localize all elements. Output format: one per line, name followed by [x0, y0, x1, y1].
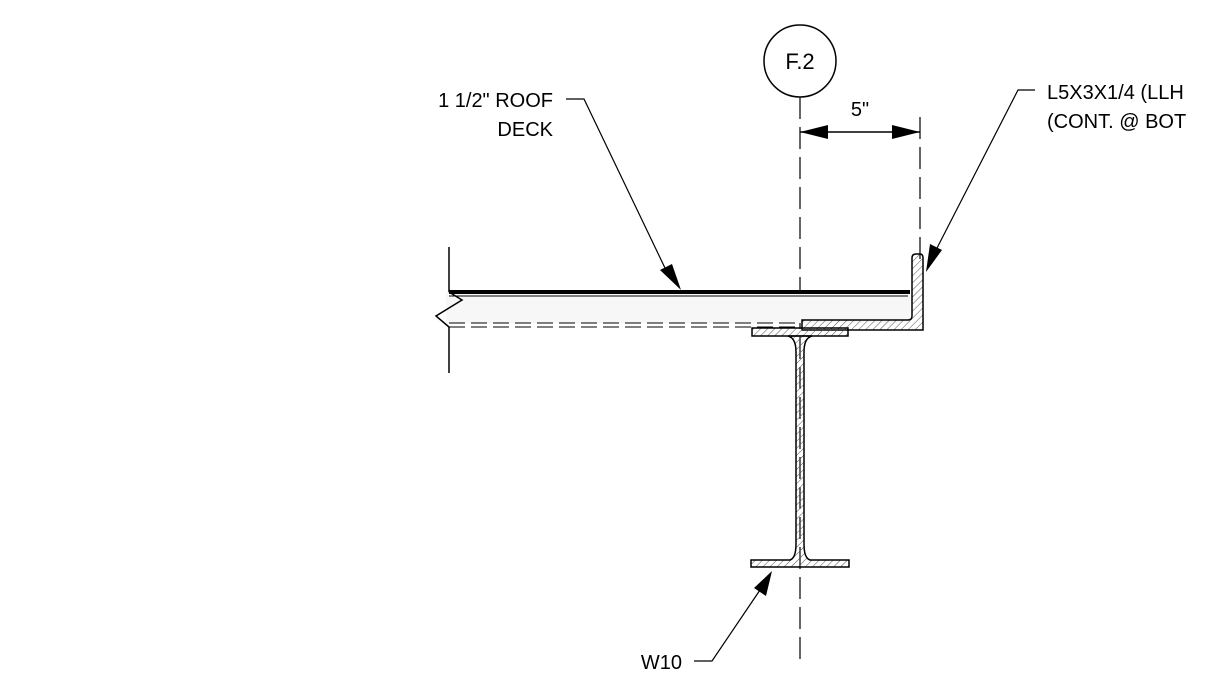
- angle-leader-arrow-icon: [926, 244, 942, 272]
- break-symbol-icon: [434, 291, 464, 328]
- beam-callout: W10: [641, 571, 772, 674]
- beam-section: [750, 335, 850, 568]
- dimension-arrow-left-icon: [800, 125, 828, 139]
- dimension-label: 5": [851, 99, 869, 121]
- deck-fill: [446, 292, 910, 323]
- deck-callout-line2: DECK: [497, 119, 553, 141]
- bearing-plate: [751, 327, 849, 337]
- w10-beam: [750, 327, 850, 568]
- angle-callout-line2: (CONT. @ BOT: [1047, 111, 1186, 133]
- deck-leader-arrow-icon: [660, 264, 681, 290]
- deck-callout: 1 1/2" ROOF DECK: [438, 90, 681, 290]
- angle-callout: L5X3X1/4 (LLH (CONT. @ BOT: [926, 82, 1186, 272]
- beam-callout-label: W10: [641, 652, 682, 674]
- roof-deck: [434, 247, 910, 373]
- grid-bubble-label: F.2: [785, 49, 814, 74]
- edge-angle: [801, 253, 924, 331]
- angle-leader-line: [935, 89, 1035, 251]
- dimension-5-in: 5": [800, 99, 921, 262]
- dimension-arrow-right-icon: [892, 125, 920, 139]
- edge-angle-profile: [801, 253, 924, 331]
- beam-leader-line: [694, 589, 761, 662]
- deck-leader-line: [566, 98, 666, 269]
- beam-leader-arrow-icon: [754, 571, 772, 596]
- deck-callout-line1: 1 1/2" ROOF: [438, 90, 553, 112]
- angle-callout-line1: L5X3X1/4 (LLH: [1047, 82, 1184, 104]
